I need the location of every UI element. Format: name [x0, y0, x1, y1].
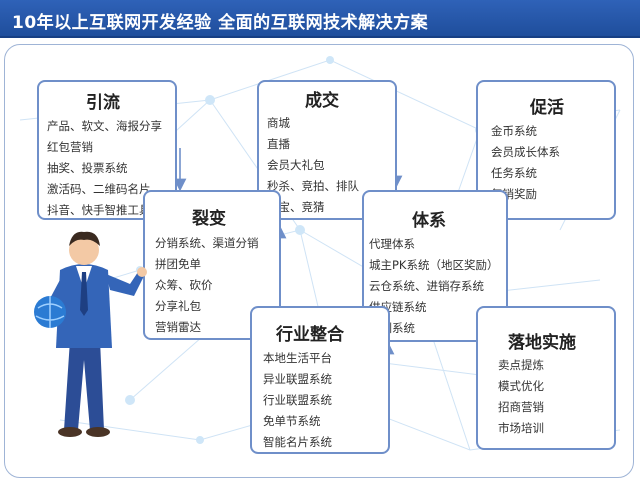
list-item: 直播 — [267, 137, 290, 151]
list-item: 本地生活平台 — [263, 351, 332, 365]
box-tixi-title: 体系 — [412, 211, 446, 231]
list-item: 市场培训 — [498, 421, 544, 435]
box-liebian-list: 分销系统、渠道分销 拼团免单 众筹、砍价 分享礼包 营销雷达 — [155, 233, 259, 338]
list-item: 激活码、二维码名片 — [47, 182, 151, 196]
list-item: 卖点提炼 — [498, 358, 544, 372]
box-luodi — [476, 306, 616, 450]
box-chengjiao-list: 商城 直播 会员大礼包 秒杀、竞拍、排队 夺宝、竞猜 — [267, 113, 359, 218]
list-item: 秒杀、竞拍、排队 — [267, 179, 359, 193]
list-item: 会员大礼包 — [267, 158, 325, 172]
list-item: 抖音、快手智推工具 — [47, 203, 151, 217]
box-luodi-title: 落地实施 — [508, 333, 576, 353]
list-item: 分销系统、渠道分销 — [155, 236, 259, 250]
list-item: 众筹、砍价 — [155, 278, 213, 292]
list-item: 云仓系统、进销存系统 — [369, 279, 484, 293]
list-item: 商城 — [267, 116, 290, 130]
box-cuhuo-list: 金币系统 会员成长体系 任务系统 复销奖励 — [491, 121, 560, 205]
businessman-with-globe-illustration — [34, 231, 147, 437]
list-item: 免单节系统 — [263, 414, 321, 428]
box-yinliu-list: 产品、软文、海报分享 红包营销 抽奖、投票系统 激活码、二维码名片 抖音、快手智… — [47, 116, 162, 221]
list-item: 拼团免单 — [155, 257, 201, 271]
box-hangye — [250, 306, 390, 454]
box-chengjiao-title: 成交 — [305, 91, 339, 111]
list-item: 抽奖、投票系统 — [47, 161, 128, 175]
list-item: 行业联盟系统 — [263, 393, 332, 407]
list-item: 智能名片系统 — [263, 435, 332, 449]
list-item: 会员成长体系 — [491, 145, 560, 159]
list-item: 代理体系 — [369, 237, 415, 251]
list-item: 红包营销 — [47, 140, 93, 154]
box-hangye-list: 本地生活平台 异业联盟系统 行业联盟系统 免单节系统 智能名片系统 — [263, 348, 332, 453]
list-item: 模式优化 — [498, 379, 544, 393]
list-item: 城主PK系统（地区奖励） — [369, 258, 499, 272]
list-item: 招商营销 — [498, 400, 544, 414]
list-item: 产品、软文、海报分享 — [47, 119, 162, 133]
list-item: 分享礼包 — [155, 299, 201, 313]
list-item: 任务系统 — [491, 166, 537, 180]
box-cuhuo-title: 促活 — [530, 98, 564, 118]
box-luodi-list: 卖点提炼 模式优化 招商营销 市场培训 — [498, 355, 544, 439]
box-hangye-title: 行业整合 — [276, 325, 344, 345]
banner-title: 10年以上互联网开发经验 全面的互联网技术解决方案 — [12, 13, 429, 33]
box-yinliu-title: 引流 — [86, 93, 120, 113]
box-liebian-title: 裂变 — [192, 209, 226, 229]
list-item: 夺宝、竞猜 — [267, 200, 325, 214]
list-item: 异业联盟系统 — [263, 372, 332, 386]
list-item: 金币系统 — [491, 124, 537, 138]
header-banner: 10年以上互联网开发经验 全面的互联网技术解决方案 — [0, 0, 640, 38]
list-item: 营销雷达 — [155, 320, 201, 334]
